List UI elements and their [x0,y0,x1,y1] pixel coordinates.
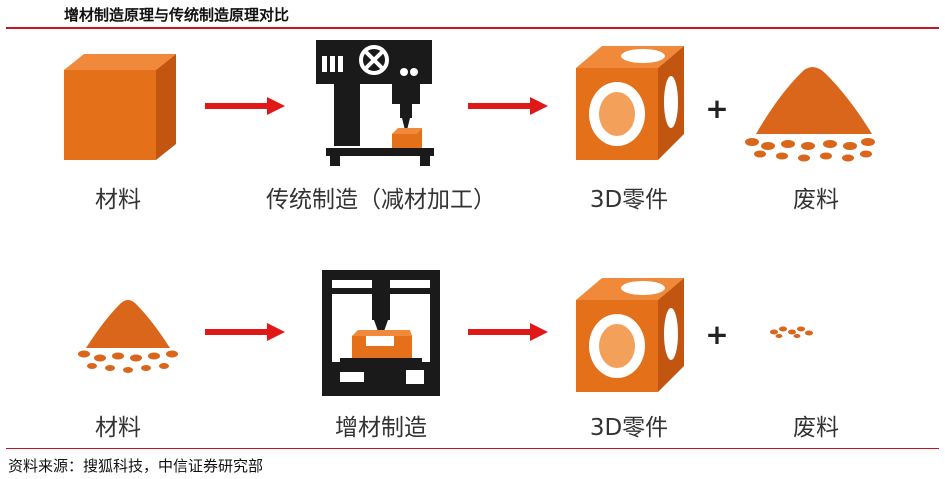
3d-printer-icon [322,270,440,396]
material-cube-image [64,54,176,160]
milling-machine-icon [316,40,434,166]
arrow-2 [468,97,548,115]
bottom-rule [6,448,939,449]
3d-part-cube-image-2 [576,278,684,392]
3d-part-cube-image [576,46,684,160]
row2-process-label: 增材制造 [335,415,427,441]
arrow-1 [205,97,285,115]
arrow-4 [468,323,548,341]
row1-part-label: 3D零件 [589,187,669,213]
row2-material-label: 材料 [95,415,141,441]
arrow-3 [205,323,285,341]
source-note: 资料来源：搜狐科技，中信证券研究部 [8,457,264,475]
row1-waste-label: 废料 [793,187,839,213]
waste-pile-large-image [745,67,875,162]
figure-title: 增材制造原理与传统制造原理对比 [64,6,290,24]
row1-material-label: 材料 [95,187,141,213]
plus-sign-2: + [705,318,729,351]
row2-part-label: 3D零件 [589,415,669,441]
row1-process-label: 传统制造（减材加工） [266,187,496,213]
top-rule [6,27,939,29]
material-powder-pile-image [78,300,178,373]
plus-sign-1: + [705,92,729,125]
row2-waste-label: 废料 [793,415,839,441]
waste-small-image [770,326,813,338]
